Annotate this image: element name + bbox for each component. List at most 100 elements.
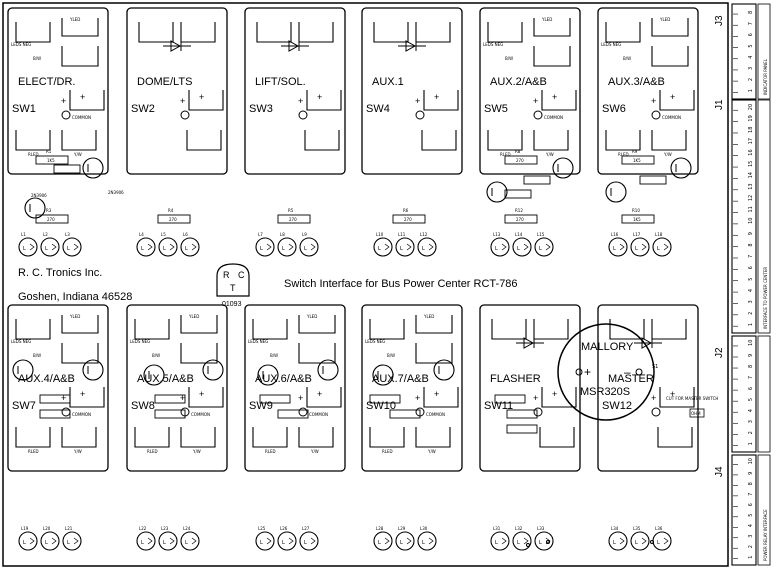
resistor <box>494 394 526 404</box>
switch-ref: SW1 <box>12 103 36 115</box>
connector-pin: 10 <box>748 340 754 346</box>
connector-pin: 8 <box>748 365 754 368</box>
resistor-ref: R8 <box>515 149 521 154</box>
resistor <box>506 409 538 419</box>
connector-pin: 8 <box>748 11 754 14</box>
connector-pin: 16 <box>748 149 754 155</box>
pad-label-leds-neg: LEDS NEG <box>11 339 31 344</box>
plus-label: + <box>199 389 204 399</box>
led: LL5 <box>158 232 178 257</box>
switch-module: LIFT/SOL.SW3++ <box>244 7 346 175</box>
led: LL6 <box>180 232 200 257</box>
switch-ref: SW6 <box>602 103 626 115</box>
pad-label-baw: B/W <box>33 353 41 358</box>
plus-label: + <box>533 393 538 403</box>
common-label: COMMON <box>662 115 681 120</box>
svg-text:L: L <box>23 540 26 546</box>
transistor <box>433 359 455 381</box>
plus-label: + <box>670 389 675 399</box>
plus-label: + <box>415 393 420 403</box>
pad-label-rled: RLED <box>147 449 158 454</box>
switch-name: AUX.6/A&B <box>255 373 312 385</box>
mallory-note: CUT FOR MASTER SWITCH <box>666 396 718 401</box>
transistor <box>257 364 279 386</box>
svg-text:L: L <box>185 540 188 546</box>
common-label: COMMON <box>544 115 563 120</box>
led-ref: L4 <box>139 232 144 237</box>
svg-text:L: L <box>495 540 498 546</box>
pad-label-baw: B/W <box>152 353 160 358</box>
pad-label-rled: RLED <box>265 449 276 454</box>
connector-pin: 6 <box>748 503 754 506</box>
pad-label-ybw: Y/W <box>427 449 436 454</box>
resistor-value: 1K5 <box>633 217 641 222</box>
resistor <box>523 175 551 185</box>
pad-label-yled: YLED <box>306 314 317 319</box>
led-ref: L14 <box>515 232 523 237</box>
connector-pin: 5 <box>748 44 754 47</box>
led-ref: L35 <box>633 526 641 531</box>
svg-text:L: L <box>67 540 70 546</box>
common-label: COMMON <box>191 412 210 417</box>
svg-text:L: L <box>400 540 403 546</box>
led-ref: L29 <box>398 526 406 531</box>
connector-pin: 9 <box>748 232 754 235</box>
via <box>526 543 530 547</box>
plus-label: + <box>670 92 675 102</box>
led-ref: L25 <box>258 526 266 531</box>
connector-pin: 6 <box>748 387 754 390</box>
connector-pin: 5 <box>748 514 754 517</box>
led-ref: L11 <box>398 232 406 237</box>
pad-label-leds-neg: LEDS NEG <box>483 42 503 47</box>
transistor <box>670 157 692 179</box>
connector-pin: 2 <box>748 545 754 548</box>
svg-text:L: L <box>657 246 660 252</box>
resistor <box>389 409 421 419</box>
svg-text:L: L <box>539 246 542 252</box>
via <box>650 540 654 544</box>
connector-pin: 10 <box>748 218 754 224</box>
plus-label: + <box>317 389 322 399</box>
connector-pin: 11 <box>748 206 754 212</box>
svg-text:L: L <box>495 246 498 252</box>
plus-label: + <box>533 96 538 106</box>
company-address: Goshen, Indiana 46528 <box>18 291 132 303</box>
svg-text:L: L <box>260 540 263 546</box>
mallory-model: MSR320S <box>580 386 630 398</box>
connector-label: POWER RELAY INTERFACE <box>763 509 768 561</box>
pad-label-ybw: Y/W <box>545 152 554 157</box>
svg-text:L: L <box>613 540 616 546</box>
logo-letter-c: C <box>238 270 245 280</box>
plus-label: + <box>651 96 656 106</box>
resistor <box>154 409 186 419</box>
logo-code: 01093 <box>222 301 242 308</box>
resistor <box>504 189 532 199</box>
mallory-brand: MALLORY <box>581 341 634 353</box>
resistor <box>53 164 81 174</box>
connector-pin: 8 <box>748 243 754 246</box>
connector-pin: 14 <box>748 172 754 178</box>
resistor <box>39 409 71 419</box>
led: LL9 <box>299 232 319 257</box>
connector-pin: 19 <box>748 115 754 121</box>
switch-name: ELECT/DR. <box>18 76 75 88</box>
led-ref: L34 <box>611 526 619 531</box>
ohm-label: OHM <box>691 411 701 416</box>
led-ref: L1 <box>21 232 26 237</box>
resistor <box>506 424 538 434</box>
switch-ref: SW12 <box>602 400 632 412</box>
pad-label-rled: RLED <box>500 152 511 157</box>
